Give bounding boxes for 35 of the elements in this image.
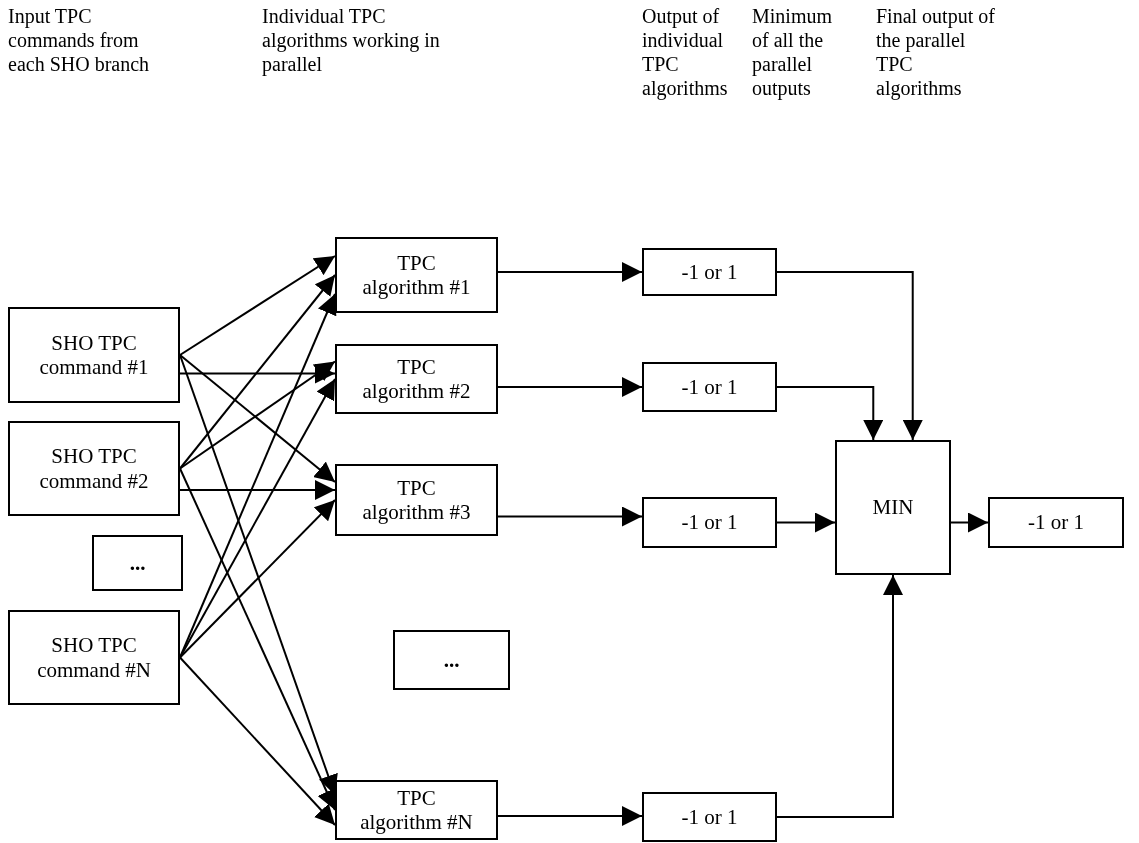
arrow xyxy=(776,574,903,818)
arrow xyxy=(179,467,336,811)
process-box: MIN xyxy=(835,440,951,575)
process-box: SHO TPC command #2 xyxy=(8,421,180,516)
arrow xyxy=(776,386,884,441)
process-box: -1 or 1 xyxy=(642,248,777,296)
arrow xyxy=(497,377,643,397)
arrow xyxy=(179,274,336,470)
process-box: TPC algorithm #N xyxy=(335,780,498,840)
arrow xyxy=(497,262,643,282)
arrow xyxy=(179,656,336,826)
arrow xyxy=(950,512,989,533)
process-box: TPC algorithm #1 xyxy=(335,237,498,313)
process-box: SHO TPC command #1 xyxy=(8,307,180,403)
column-heading: Output of individual TPC algorithms xyxy=(642,4,729,100)
column-heading: Input TPC commands from each SHO branch xyxy=(8,4,151,76)
arrow xyxy=(179,255,336,356)
arrow xyxy=(497,506,643,527)
arrow xyxy=(497,806,643,826)
process-box: SHO TPC command #N xyxy=(8,610,180,705)
arrow xyxy=(179,499,336,659)
process-box: ... xyxy=(92,535,183,591)
arrow xyxy=(776,271,923,441)
process-box: -1 or 1 xyxy=(988,497,1124,548)
process-box: -1 or 1 xyxy=(642,497,777,548)
column-heading: Individual TPC algorithms working in parallel xyxy=(262,4,441,76)
process-box: TPC algorithm #2 xyxy=(335,344,498,414)
process-box: -1 or 1 xyxy=(642,792,777,842)
column-heading: Minimum of all the parallel outputs xyxy=(752,4,833,100)
arrow xyxy=(179,480,336,500)
column-heading: Final output of the parallel TPC algorithms xyxy=(876,4,996,100)
process-box: TPC algorithm #3 xyxy=(335,464,498,536)
process-box: -1 or 1 xyxy=(642,362,777,412)
process-box: ... xyxy=(393,630,510,690)
arrow xyxy=(776,512,836,533)
